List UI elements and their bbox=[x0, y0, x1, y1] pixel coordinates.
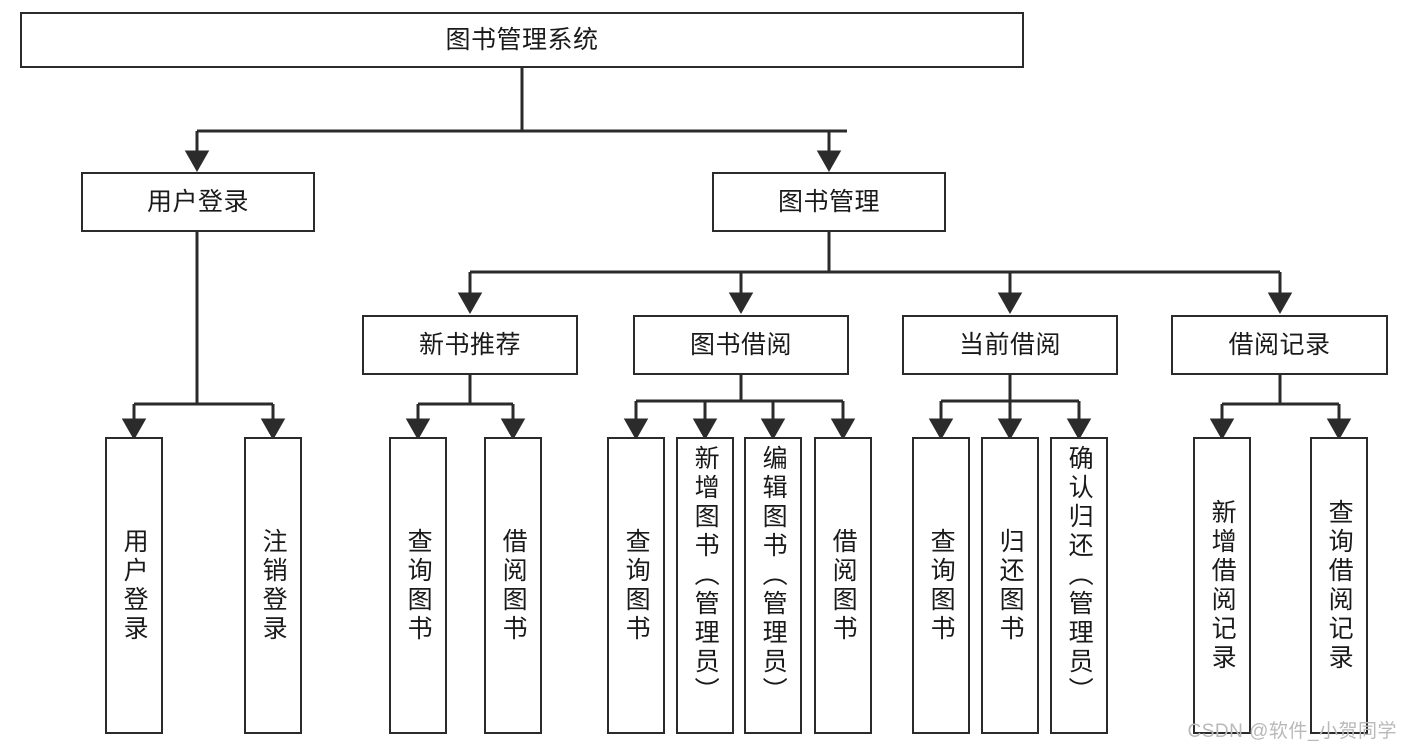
leaf-query-book-current[interactable]: 查询图书 bbox=[912, 437, 970, 734]
node-label: 用户登录 bbox=[120, 527, 149, 644]
leaf-confirm-return[interactable]: 确认归还（管理员） bbox=[1050, 437, 1108, 734]
node-label: 图书借阅 bbox=[689, 331, 792, 359]
node-label: 新书推荐 bbox=[418, 331, 521, 359]
node-label: 用户登录 bbox=[146, 188, 249, 216]
leaf-return-book[interactable]: 归还图书 bbox=[981, 437, 1039, 734]
node-label: 借阅记录 bbox=[1228, 331, 1331, 359]
node-label: 查询图书 bbox=[622, 527, 651, 644]
node-label: 查询图书 bbox=[404, 527, 433, 644]
node-label: 新增图书（管理员） bbox=[691, 445, 720, 706]
leaf-query-book-borrow[interactable]: 查询图书 bbox=[607, 437, 665, 734]
node-label: 图书管理系统 bbox=[445, 26, 599, 54]
leaf-query-book-recommend[interactable]: 查询图书 bbox=[389, 437, 447, 734]
leaf-logout-login[interactable]: 注销登录 bbox=[244, 437, 302, 734]
leaf-add-borrow-record[interactable]: 新增借阅记录 bbox=[1193, 437, 1251, 734]
leaf-edit-book[interactable]: 编辑图书（管理员） bbox=[744, 437, 802, 734]
node-label: 当前借阅 bbox=[958, 331, 1061, 359]
leaf-add-book[interactable]: 新增图书（管理员） bbox=[676, 437, 734, 734]
node-borrow-record[interactable]: 借阅记录 bbox=[1171, 315, 1388, 375]
leaf-borrow-book[interactable]: 借阅图书 bbox=[814, 437, 872, 734]
node-label: 确认归还（管理员） bbox=[1065, 445, 1094, 706]
node-label: 借阅图书 bbox=[499, 527, 528, 644]
node-label: 编辑图书（管理员） bbox=[759, 445, 788, 706]
csdn-watermark: CSDN @软件_小贺同学 bbox=[1187, 721, 1397, 742]
node-label: 注销登录 bbox=[259, 527, 288, 644]
leaf-borrow-book-recommend[interactable]: 借阅图书 bbox=[484, 437, 542, 734]
node-root-system[interactable]: 图书管理系统 bbox=[20, 12, 1024, 68]
node-current-borrow[interactable]: 当前借阅 bbox=[902, 315, 1118, 375]
node-label: 归还图书 bbox=[996, 527, 1025, 644]
node-user-login[interactable]: 用户登录 bbox=[81, 172, 315, 232]
node-label: 查询借阅记录 bbox=[1325, 498, 1354, 673]
node-label: 查询图书 bbox=[927, 527, 956, 644]
node-label: 新增借阅记录 bbox=[1208, 498, 1237, 673]
leaf-query-borrow-record[interactable]: 查询借阅记录 bbox=[1310, 437, 1368, 734]
node-book-manage[interactable]: 图书管理 bbox=[712, 172, 946, 232]
node-label: 图书管理 bbox=[777, 188, 880, 216]
node-label: 借阅图书 bbox=[829, 527, 858, 644]
leaf-user-login[interactable]: 用户登录 bbox=[105, 437, 163, 734]
node-book-borrow[interactable]: 图书借阅 bbox=[633, 315, 849, 375]
node-new-book-recommend[interactable]: 新书推荐 bbox=[362, 315, 578, 375]
